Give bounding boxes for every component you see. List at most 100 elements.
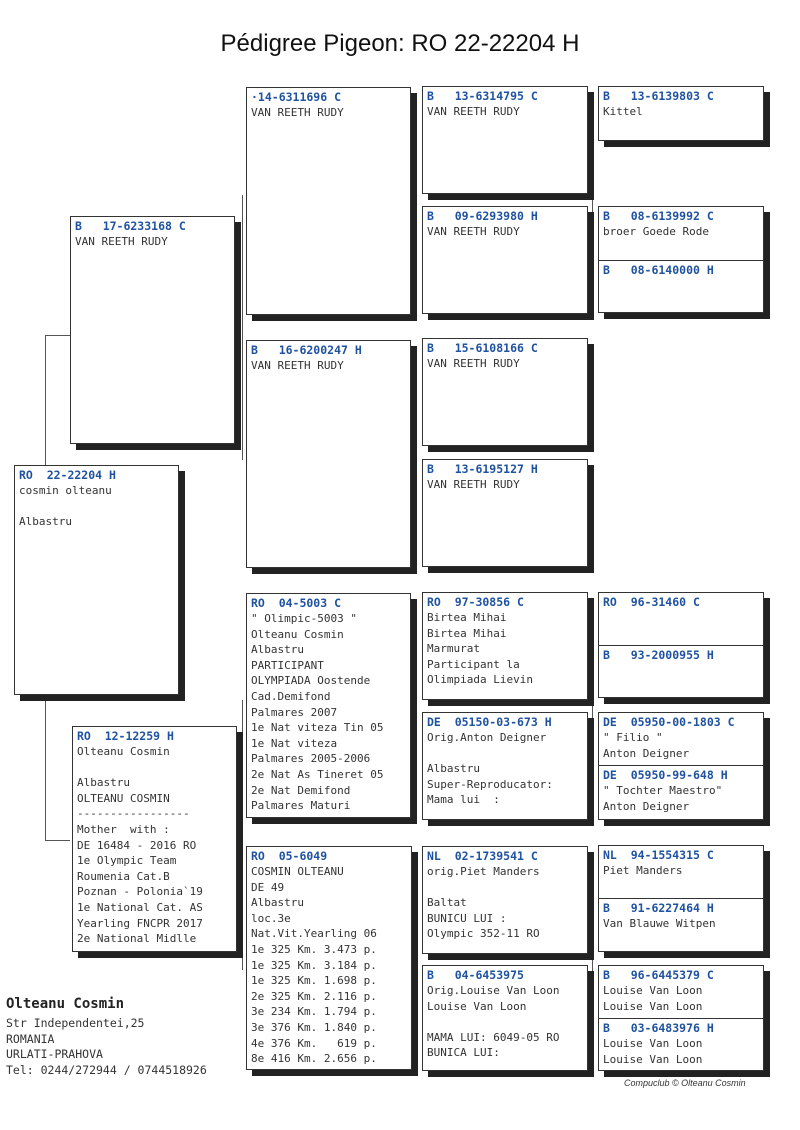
dssd-cell: B 93-2000955 H bbox=[599, 645, 763, 697]
detail-line: Piet Manders bbox=[603, 864, 683, 877]
detail-line: Palmares 2005-2006 bbox=[251, 752, 371, 766]
detail-line: DE 16484 - 2016 RO bbox=[77, 838, 197, 852]
ssd-pair-box: B 08-6139992 C broer Goede Rode B 08-614… bbox=[598, 206, 764, 313]
ring-number: RO 22-22204 H bbox=[19, 468, 116, 482]
detail-line: Louise Van Loon bbox=[603, 984, 703, 997]
ring-number: NL 94-1554315 C bbox=[603, 848, 714, 862]
bird-details: VAN REETH RUDY bbox=[75, 234, 230, 250]
detail-line: cosmin olteanu bbox=[19, 484, 112, 497]
bird-details: VAN REETH RUDY bbox=[427, 477, 583, 493]
connector bbox=[45, 840, 70, 841]
bird-details: VAN REETH RUDY bbox=[427, 224, 583, 240]
sire-sire-box: ·14-6311696 C VAN REETH RUDY bbox=[246, 87, 411, 315]
owner-city: URLATI-PRAHOVA bbox=[6, 1047, 103, 1061]
detail-line: 8e 416 Km. 2.656 p. bbox=[251, 1052, 377, 1066]
ring-number: B 96-6445379 C bbox=[603, 968, 714, 982]
detail-line: Mother with : bbox=[77, 822, 170, 836]
detail-line: Participant la bbox=[427, 657, 520, 671]
detail-line: DE 49 bbox=[251, 880, 285, 894]
detail-line: Super-Reproducator: bbox=[427, 777, 553, 791]
ssdd-cell: B 08-6140000 H bbox=[599, 260, 763, 312]
owner-address: Str Independentei,25 bbox=[6, 1016, 145, 1030]
detail-line: 1e Nat viteza bbox=[251, 736, 338, 750]
detail-line: VAN REETH RUDY bbox=[427, 478, 520, 491]
dam-sire-box: RO 04-5003 C " Olimpic-5003 "Olteanu Cos… bbox=[246, 593, 411, 818]
detail-line: broer Goede Rode bbox=[603, 225, 709, 238]
detail-line: Roumenia Cat.B bbox=[77, 869, 170, 883]
detail-line: VAN REETH RUDY bbox=[427, 357, 520, 370]
sdd-box: B 13-6195127 H VAN REETH RUDY bbox=[422, 459, 588, 567]
bird-details: VAN REETH RUDY bbox=[427, 356, 583, 372]
detail-line: Olympic 352-11 RO bbox=[427, 927, 540, 941]
detail-line: 1e 325 Km. 3.473 p. bbox=[251, 942, 377, 956]
detail-line: 2e Nat Demifond bbox=[251, 783, 351, 797]
ring-number: DE 05950-99-648 H bbox=[603, 768, 728, 782]
detail-line bbox=[77, 760, 232, 776]
connector bbox=[592, 640, 593, 770]
detail-line: Cad.Demifond bbox=[251, 689, 331, 703]
ring-number: ·14-6311696 C bbox=[251, 90, 342, 104]
ddss-cell: NL 94-1554315 C Piet Manders bbox=[599, 846, 763, 898]
ssd-box: B 09-6293980 H VAN REETH RUDY bbox=[422, 206, 588, 314]
detail-line: Anton Deigner bbox=[603, 799, 690, 813]
ring-number: RO 97-30856 C bbox=[427, 595, 524, 609]
detail-line: Mama lui : bbox=[427, 793, 500, 807]
detail-line: 3e 376 Km. 1.840 p. bbox=[251, 1020, 377, 1034]
detail-line: 2e National Midlle bbox=[77, 932, 197, 946]
ring-number: DE 05150-03-673 H bbox=[427, 715, 552, 729]
detail-line bbox=[427, 880, 583, 896]
detail-line: Louise Van Loon bbox=[427, 999, 527, 1013]
owner-info: Olteanu Cosmin Str Independentei,25 ROMA… bbox=[6, 996, 207, 1078]
ring-number: B 93-2000955 H bbox=[603, 648, 714, 662]
detail-line: BUNICU LUI : bbox=[427, 911, 507, 925]
ring-number: B 13-6314795 C bbox=[427, 89, 538, 103]
ring-number: DE 05950-00-1803 C bbox=[603, 715, 735, 729]
detail-line: Olteanu Cosmin bbox=[251, 627, 344, 641]
detail-line: Albastru bbox=[77, 776, 130, 790]
detail-line: " Filio " bbox=[603, 731, 663, 744]
detail-line: " Tochter Maestro" bbox=[603, 784, 723, 797]
ssds-cell: B 08-6139992 C broer Goede Rode bbox=[599, 207, 763, 260]
ring-number: B 13-6195127 H bbox=[427, 462, 538, 476]
detail-line: 2e 325 Km. 2.116 p. bbox=[251, 989, 377, 1003]
connector bbox=[45, 335, 70, 336]
detail-line: Baltat bbox=[427, 896, 467, 910]
connector bbox=[242, 700, 243, 970]
detail-line: VAN REETH RUDY bbox=[75, 235, 168, 248]
bird-details: VAN REETH RUDY bbox=[251, 105, 406, 121]
detail-line: VAN REETH RUDY bbox=[251, 106, 344, 119]
dsd-pair-box: DE 05950-00-1803 C " Filio "Anton Deigne… bbox=[598, 712, 764, 820]
detail-line: Poznan - Polonia`19 bbox=[77, 885, 203, 899]
ring-number: B 03-6483976 H bbox=[603, 1021, 714, 1035]
detail-line: BUNICA LUI: bbox=[427, 1046, 500, 1060]
dsds-cell: DE 05950-00-1803 C " Filio "Anton Deigne… bbox=[599, 713, 763, 765]
ring-number: B 08-6140000 H bbox=[603, 263, 714, 277]
detail-line: Palmares Maturi bbox=[251, 799, 351, 813]
detail-line: 1e 325 Km. 3.184 p. bbox=[251, 958, 377, 972]
detail-line: Marmurat bbox=[427, 642, 480, 656]
bird-details: " Filio "Anton Deigner bbox=[603, 730, 759, 761]
bird-details: VAN REETH RUDY bbox=[427, 104, 583, 120]
detail-line: Albastru bbox=[251, 643, 304, 657]
detail-line: loc.3e bbox=[251, 911, 291, 925]
bird-details: Piet Manders bbox=[603, 863, 759, 879]
ring-number: B 04-6453975 bbox=[427, 968, 524, 982]
detail-line: Van Blauwe Witpen bbox=[603, 917, 716, 930]
detail-line: Louise Van Loon bbox=[603, 1052, 703, 1066]
ring-number: RO 96-31460 C bbox=[603, 595, 700, 609]
detail-line: Albastru bbox=[19, 515, 72, 529]
owner-country: ROMANIA bbox=[6, 1031, 55, 1046]
detail-line: OLYMPIADA Oostende bbox=[251, 674, 371, 688]
detail-line: COSMIN OLTEANU bbox=[251, 865, 344, 878]
ddsd-cell: B 91-6227464 H Van Blauwe Witpen bbox=[599, 898, 763, 951]
ring-number: B 91-6227464 H bbox=[603, 901, 714, 915]
dsss-cell: RO 96-31460 C bbox=[599, 593, 763, 645]
